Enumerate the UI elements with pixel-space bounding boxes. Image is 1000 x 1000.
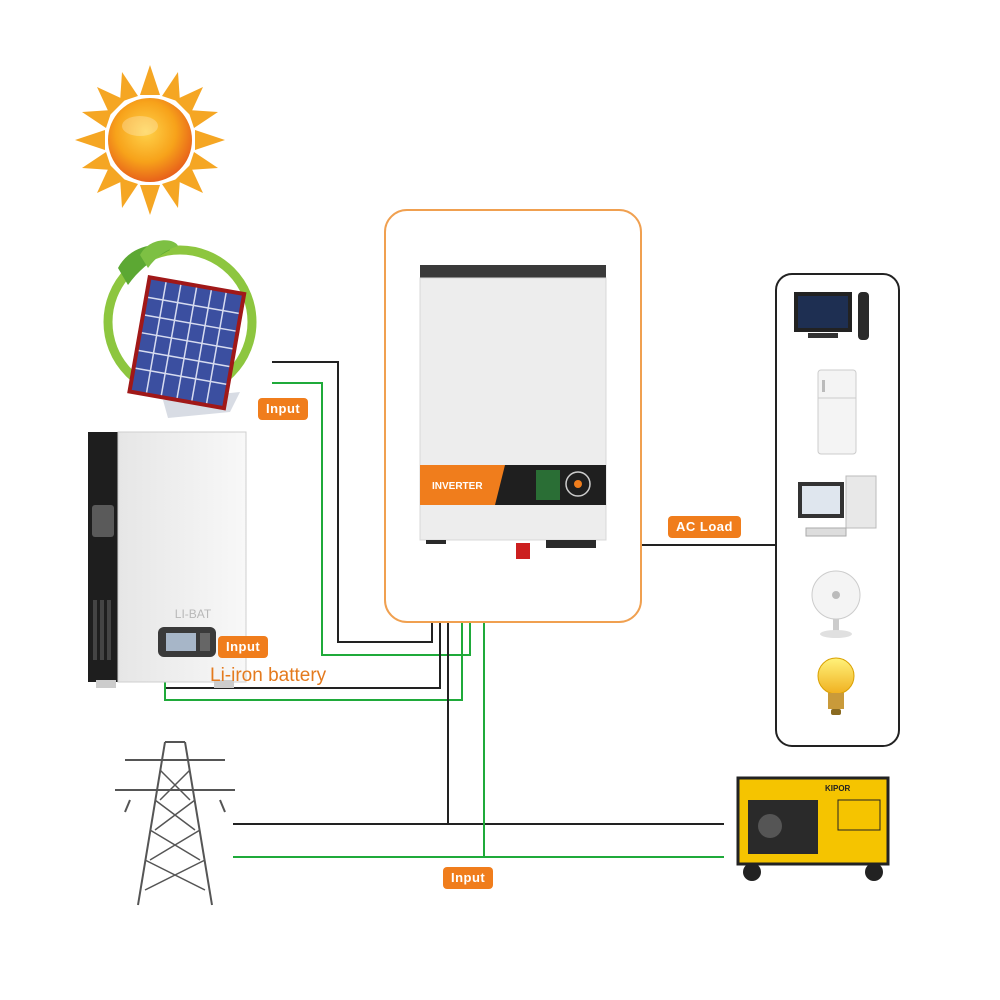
battery-input-label-wrap: Input [218,636,269,658]
tv-icon [794,292,869,340]
inverter-panel-label: INVERTER [432,481,483,492]
battery-input-label: Input [218,636,269,658]
ac-load-label: AC Load [668,516,741,538]
solar-panel-icon [103,240,257,418]
grid-input-label: Input [443,867,494,889]
sun-icon [75,65,225,215]
battery-wire-green [164,622,463,701]
pylon-icon [115,741,235,906]
battery-icon: LI-BAT [88,431,247,688]
grid-input-label-wrap: Input [443,867,494,889]
pv-input-label-wrap: Input [258,398,309,420]
ac-load-label-wrap: AC Load [668,516,741,538]
pv-input-label: Input [258,398,309,420]
computer-icon [798,475,877,537]
fan-icon [811,570,861,638]
inverter-frame [384,209,642,623]
pv-wire-dark [272,361,433,643]
bulb-icon [817,657,855,715]
ac-load-frame [775,273,900,747]
battery-brand: LI-BAT [175,607,212,621]
battery-caption: Li-iron battery [210,665,327,686]
generator-brand: KIPOR [825,784,851,793]
inverter-icon: INVERTER [419,265,607,559]
generator-icon: KIPOR [736,776,890,881]
fridge-icon [817,369,857,455]
pv-wire-green [272,382,471,656]
